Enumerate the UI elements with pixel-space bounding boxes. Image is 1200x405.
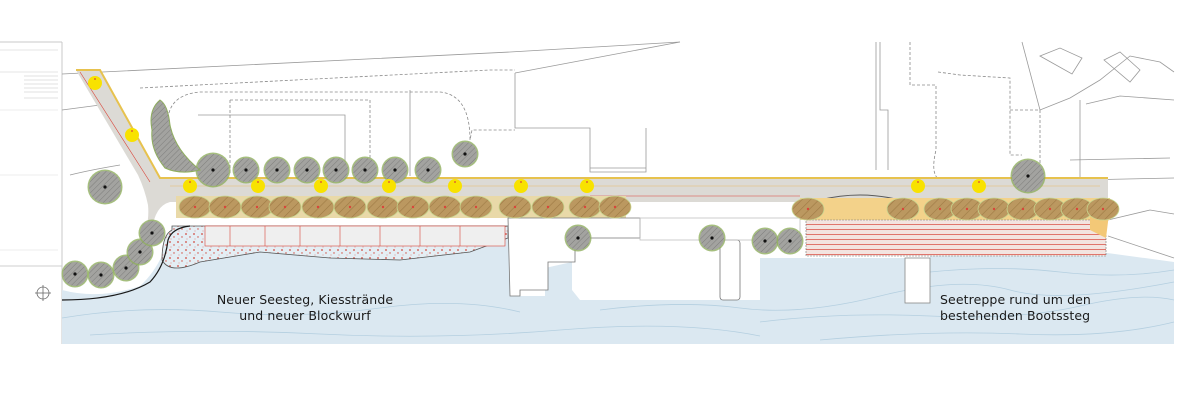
north-arrow-icon — [35, 285, 51, 301]
planted-tree-icon — [459, 195, 493, 219]
lamp-icon — [125, 128, 139, 142]
planted-tree-icon — [301, 195, 335, 219]
tree-icon — [232, 156, 260, 184]
planted-tree-icon — [240, 195, 274, 219]
planted-tree-icon — [1006, 197, 1040, 221]
planted-tree-icon — [791, 197, 825, 221]
planted-tree-icon — [333, 195, 367, 219]
dashed-property-lines — [139, 42, 1041, 181]
tree-icon — [87, 261, 115, 289]
planted-tree-icon — [268, 195, 302, 219]
hedge — [150, 99, 202, 173]
shoreline-edge — [61, 225, 191, 301]
planted-tree-icon — [366, 195, 400, 219]
planted-tree-icon — [396, 195, 430, 219]
planted-tree-icon — [428, 195, 462, 219]
planted-tree-icon — [178, 195, 212, 219]
planted-tree-icon — [531, 195, 565, 219]
tree-icon — [698, 224, 726, 252]
annotation-right-line-2: bestehenden Bootssteg — [940, 308, 1091, 323]
planted-tree-icon — [598, 195, 632, 219]
new-lake-pier — [204, 225, 506, 247]
lamp-icon — [972, 179, 986, 193]
street-trees — [87, 140, 1046, 205]
lamp-icon — [88, 76, 102, 90]
tree-icon — [195, 152, 231, 188]
tree-icon — [263, 156, 291, 184]
lamp-icon — [314, 179, 328, 193]
planted-tree-icon — [977, 197, 1011, 221]
tree-icon — [451, 140, 479, 168]
tree-icon — [381, 156, 409, 184]
planted-trees-right — [791, 197, 1120, 221]
tree-icon — [61, 260, 89, 288]
tree-icon — [293, 156, 321, 184]
pier-grid — [229, 226, 461, 246]
tree-icon — [751, 227, 779, 255]
planted-trees-left — [178, 195, 632, 219]
lamp-icon — [251, 179, 265, 193]
water-contours — [61, 268, 1175, 341]
planted-tree-icon — [886, 197, 920, 221]
planted-tree-icon — [1086, 197, 1120, 221]
annotation-right-line-1: Seetreppe rund um den — [940, 292, 1091, 307]
lake-stairs — [805, 219, 1107, 257]
planted-tree-icon — [208, 195, 242, 219]
street-lamps — [88, 76, 986, 193]
tree-icon — [351, 156, 379, 184]
legend-column — [0, 41, 63, 344]
planted-tree-icon — [568, 195, 602, 219]
lamp-icon — [382, 179, 396, 193]
tree-icon — [322, 156, 350, 184]
tree-icon — [776, 227, 804, 255]
tree-icon — [1010, 158, 1046, 194]
existing-boat-pier — [904, 257, 931, 304]
lamp-icon — [448, 179, 462, 193]
tree-icon — [138, 219, 166, 247]
planted-tree-icon — [498, 195, 532, 219]
tree-icon — [87, 169, 123, 205]
lamp-icon — [514, 179, 528, 193]
lamp-icon — [183, 179, 197, 193]
annotation-right: Seetreppe rund um den bestehenden Bootss… — [940, 292, 1140, 324]
annotation-left-line-2: und neuer Blockwurf — [239, 308, 371, 323]
lamp-icon — [911, 179, 925, 193]
lake-water — [62, 232, 1174, 344]
tree-icon — [564, 224, 592, 252]
middle-structures — [507, 217, 801, 301]
annotation-left-line-1: Neuer Seesteg, Kiesstrände — [216, 292, 394, 307]
parcel-lines — [61, 41, 1175, 259]
annotation-left: Neuer Seesteg, Kiesstrände und neuer Blo… — [200, 292, 410, 324]
tree-icon — [414, 156, 442, 184]
shore-trees — [61, 219, 804, 289]
lamp-icon — [580, 179, 594, 193]
